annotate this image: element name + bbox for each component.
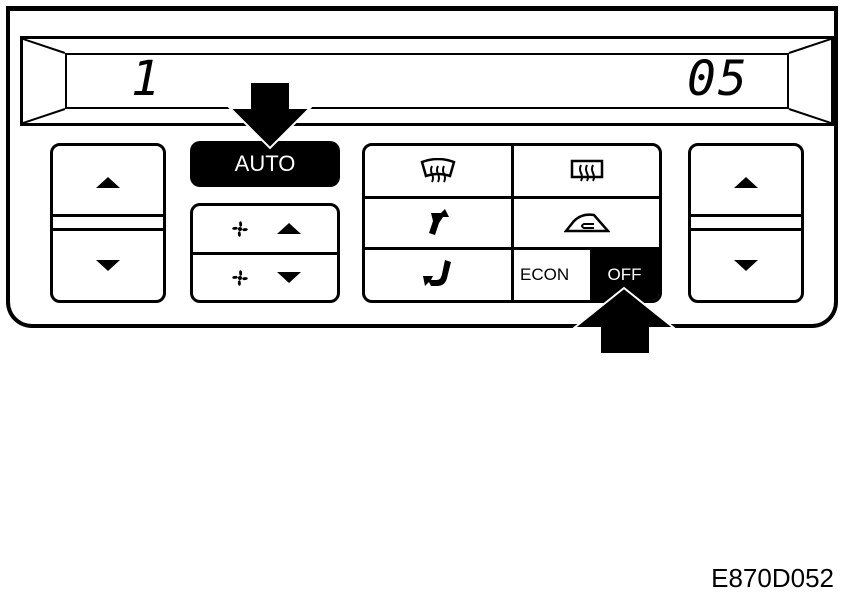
divider [691,228,801,231]
mode-button-grid: ECON OFF [362,143,662,303]
front-defrost-icon [420,158,456,183]
triangle-down-icon [734,260,758,271]
grid-divider [511,146,514,300]
fan-icon [232,221,248,237]
grid-divider [365,196,659,199]
divider [691,214,801,217]
recirculation-icon [564,213,610,233]
triangle-up-icon [277,223,301,234]
arrow-down-icon [228,82,312,150]
divider [53,228,163,231]
display-lcd [65,53,789,109]
left-temperature-readout: 1 [131,51,162,107]
arrow-up-icon [572,286,676,354]
triangle-up-icon [734,177,758,188]
rear-defrost-icon [570,159,604,182]
auto-button[interactable]: AUTO [190,141,340,187]
face-vent-icon [429,209,449,235]
left-temp-up-button[interactable] [53,146,163,220]
divider [193,252,337,255]
foot-vent-button[interactable] [365,250,511,300]
econ-button[interactable]: ECON [514,250,590,300]
right-temperature-readout: 05 [687,51,749,107]
figure-caption: E870D052 [711,563,834,593]
divider [53,214,163,217]
fan-speed-rocker [190,203,340,303]
left-temperature-rocker [50,143,166,303]
triangle-up-icon [96,177,120,188]
fan-speed-down-button[interactable] [193,255,337,301]
fan-icon [232,270,248,286]
econ-label: ECON [520,265,570,284]
front-defrost-button[interactable] [365,146,511,196]
fan-speed-up-button[interactable] [193,206,337,252]
left-temp-down-button[interactable] [53,232,163,300]
climate-control-panel: 1 05 AUTO [6,6,838,328]
display-bevel [23,39,831,123]
right-temperature-rocker [688,143,804,303]
right-temp-down-button[interactable] [691,232,801,300]
grid-divider [365,247,659,250]
face-vent-button[interactable] [365,199,511,247]
right-temp-up-button[interactable] [691,146,801,220]
triangle-down-icon [277,272,301,283]
display-window: 1 05 [20,36,834,126]
recirculation-button[interactable] [514,199,659,247]
foot-vent-icon [423,260,451,286]
rear-defrost-button[interactable] [514,146,659,196]
triangle-down-icon [96,260,120,271]
